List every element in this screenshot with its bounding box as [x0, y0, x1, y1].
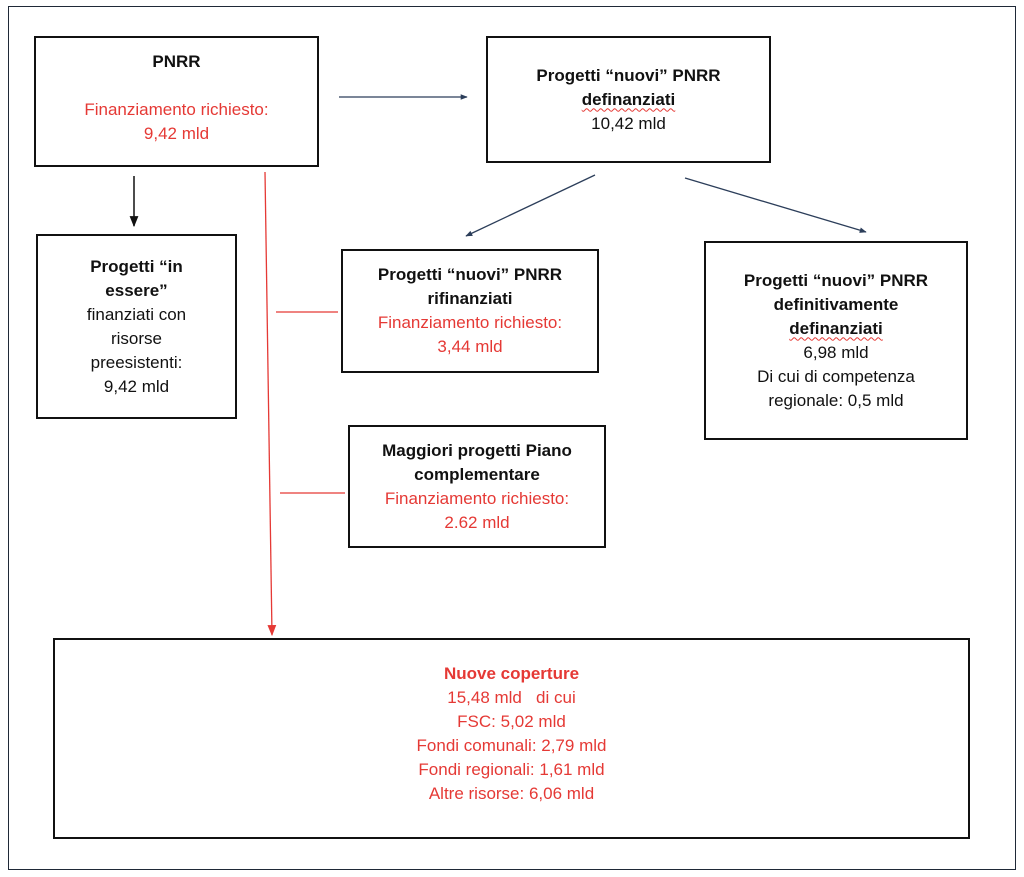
definitivamente-title-word: definanziati: [789, 318, 883, 338]
complementare-title-line1: Maggiori progetti Piano: [382, 440, 572, 460]
definitivamente-box: Progetti “nuovi” PNRR definitivamente de…: [704, 241, 968, 440]
definanziati-value: 10,42 mld: [591, 113, 666, 133]
definanziati-title: Progetti “nuovi” PNRR: [536, 65, 721, 85]
coperture-box: Nuove coperture 15,48 mld di cui FSC: 5,…: [53, 638, 970, 839]
pnrr-funding-label: Finanziamento richiesto:: [84, 100, 269, 119]
definitivamente-value: 6,98 mld: [803, 342, 869, 362]
in-essere-line4: risorse: [110, 328, 162, 348]
rifinanziati-funding-value: 3,44 mld: [437, 337, 503, 356]
definitivamente-title-line2: definitivamente: [773, 294, 899, 314]
pnrr-funding-value: 9,42 mld: [143, 124, 210, 143]
definitivamente-note-line2: regionale: 0,5 mld: [768, 390, 904, 410]
rifinanziati-title-line1: Progetti “nuovi” PNRR: [377, 265, 563, 284]
complementare-funding-label: Finanziamento richiesto:: [384, 488, 570, 508]
coperture-item-fondi-regionali: Fondi regionali: 1,61 mld: [418, 760, 605, 779]
complementare-box: Maggiori progetti Piano complementare Fi…: [348, 425, 606, 548]
coperture-total: 15,48 mld di cui: [447, 688, 576, 707]
coperture-item-altre-risorse: Altre risorse: 6,06 mld: [428, 784, 595, 803]
in-essere-line5: preesistenti:: [90, 352, 183, 372]
definanziati-title-word: definanziati: [581, 89, 676, 109]
diagram-frame: [8, 6, 1016, 870]
pnrr-title: PNRR: [152, 52, 201, 71]
rifinanziati-box: Progetti “nuovi” PNRR rifinanziati Finan…: [341, 249, 599, 373]
in-essere-line3: finanziati con: [86, 304, 187, 324]
complementare-funding-value: 2.62 mld: [444, 512, 510, 532]
rifinanziati-title-line2: rifinanziati: [427, 289, 513, 308]
rifinanziati-funding-label: Finanziamento richiesto:: [377, 313, 563, 332]
coperture-title: Nuove coperture: [443, 664, 580, 683]
in-essere-title-line2: essere”: [105, 280, 168, 300]
pnrr-box: PNRR Finanziamento richiesto: 9,42 mld: [34, 36, 319, 167]
coperture-item-fsc: FSC: 5,02 mld: [457, 712, 566, 731]
in-essere-value: 9,42 mld: [103, 376, 170, 396]
definanziati-box: Progetti “nuovi” PNRR definanziati 10,42…: [486, 36, 771, 163]
in-essere-title-line1: Progetti “in: [90, 256, 183, 276]
coperture-item-fondi-comunali: Fondi comunali: 2,79 mld: [416, 736, 607, 755]
definitivamente-note-line1: Di cui di competenza: [757, 366, 915, 386]
definitivamente-title-line1: Progetti “nuovi” PNRR: [743, 270, 929, 290]
complementare-title-line2: complementare: [414, 464, 540, 484]
in-essere-box: Progetti “in essere” finanziati con riso…: [36, 234, 237, 419]
